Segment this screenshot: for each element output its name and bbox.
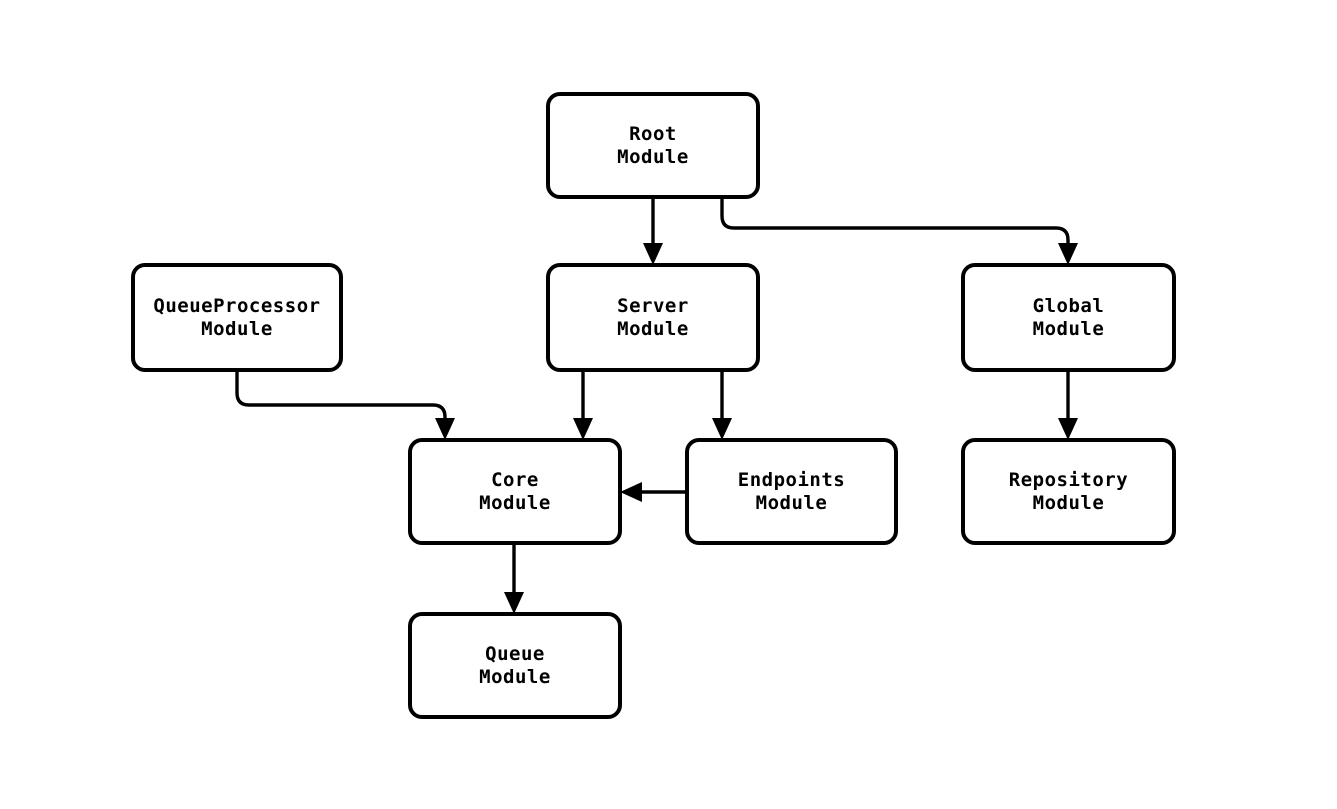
arrowhead-icon [573,418,593,440]
edge-queueprocessor-to-core [235,370,455,440]
edge-server-to-core [573,370,593,440]
edge-root-to-global [720,197,1078,265]
arrowhead-icon [712,418,732,440]
arrowhead-icon [643,243,663,265]
node-box[interactable] [546,92,760,199]
arrowhead-icon [504,592,524,614]
node-box[interactable] [131,263,343,372]
edge-endpoints-to-core [620,482,687,502]
node-box[interactable] [961,263,1176,372]
arrowhead-icon [1058,243,1078,265]
node-label-line2: Module [479,666,551,688]
edge-line [235,370,447,428]
node-label-line2: Module [1033,318,1105,340]
node-label-line1: QueueProcessor [153,295,320,317]
edge-layer [235,197,1078,614]
arrowhead-icon [620,482,642,502]
node-box[interactable] [685,438,898,545]
edge-global-to-repository [1058,370,1078,440]
node-label-line1: Queue [485,643,545,665]
node-label-line2: Module [1033,492,1105,514]
node-label-line2: Module [756,492,828,514]
node-label-line1: Global [1033,295,1105,317]
node-label-line2: Module [479,492,551,514]
node-box[interactable] [546,263,760,372]
node-label-line2: Module [617,318,689,340]
node-label-line1: Server [617,295,689,317]
node-label-line2: Module [201,318,273,340]
node-label-line1: Root [629,123,677,145]
arrowhead-icon [435,418,455,440]
node-box[interactable] [961,438,1176,545]
node-box[interactable] [408,438,622,545]
edge-root-to-server [643,197,663,265]
arrowhead-icon [1058,418,1078,440]
edge-server-to-endpoints [712,370,732,440]
node-label-line2: Module [617,146,689,168]
node-box[interactable] [408,612,622,719]
edge-core-to-queue [504,543,524,614]
node-label-line1: Core [491,469,539,491]
node-label-line1: Repository [1009,469,1128,491]
node-layer: RootModuleQueueProcessorModuleServerModu… [131,92,1176,719]
edge-line [720,197,1070,253]
node-label-line1: Endpoints [738,469,845,491]
